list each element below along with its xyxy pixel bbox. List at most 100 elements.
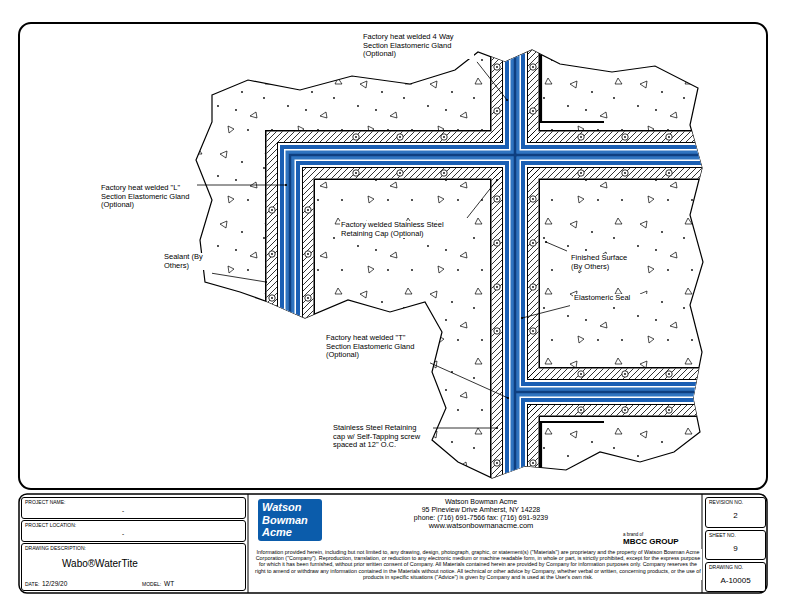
screw-slot <box>532 330 534 332</box>
screw-slot <box>271 297 273 299</box>
screw-head <box>494 284 500 290</box>
screw-head <box>441 170 447 176</box>
company-address: 95 Pineview Drive Amherst, NY 14228 <box>360 506 602 514</box>
screw-slot <box>580 136 582 138</box>
screw-slot <box>496 462 498 464</box>
gland-core <box>515 154 705 157</box>
cell-value: WT <box>164 580 174 587</box>
screw-head <box>622 170 628 176</box>
screw-slot <box>496 242 498 244</box>
screw-head <box>530 284 536 290</box>
self-tapping-screw <box>666 371 672 377</box>
self-tapping-screw <box>269 207 275 213</box>
gland-stripe <box>515 386 705 398</box>
self-tapping-screw <box>305 295 311 301</box>
screw-head <box>353 134 359 140</box>
leader-dot <box>521 317 523 319</box>
cell-value: - <box>122 530 124 537</box>
self-tapping-screw <box>494 240 500 246</box>
self-tapping-screw <box>494 460 500 466</box>
gland-stripe <box>290 155 517 320</box>
self-tapping-screw <box>578 134 584 140</box>
self-tapping-screw <box>530 284 536 290</box>
leader-line <box>522 306 570 318</box>
elastomeric-gland <box>290 155 517 320</box>
self-tapping-screw <box>397 170 403 176</box>
self-tapping-screw <box>494 196 500 202</box>
leader-line <box>433 428 497 429</box>
screw-head <box>666 407 672 413</box>
screw-head <box>622 371 628 377</box>
leader-line <box>467 180 497 218</box>
leader-dot <box>507 397 509 399</box>
self-tapping-screw <box>397 134 403 140</box>
screw-slot <box>532 462 534 464</box>
cell-text: PROJECT NAME: <box>25 500 65 506</box>
project-location-cell: PROJECT LOCATION:- <box>21 520 246 542</box>
screw-slot <box>580 409 582 411</box>
cell-text: Watson Bowman Acme <box>262 501 320 539</box>
screw-slot <box>668 172 670 174</box>
cell-value: 12/29/20 <box>42 580 67 587</box>
gland-core <box>515 391 705 394</box>
self-tapping-screw <box>666 170 672 176</box>
screw-slot <box>496 66 498 68</box>
cap-ground <box>290 155 517 320</box>
screw-head <box>353 170 359 176</box>
screw-head <box>622 134 628 140</box>
screw-head <box>578 407 584 413</box>
company-phone: phone: (716) 691-7566 fax: (716) 691-923… <box>350 514 612 522</box>
title-block-frame <box>19 494 767 593</box>
self-tapping-screw <box>441 134 447 140</box>
screw-slot <box>443 136 445 138</box>
callout-text: Elastomeric Seal <box>573 294 655 303</box>
screw-slot <box>624 373 626 375</box>
cap-edge <box>515 367 705 417</box>
screw-slot <box>496 330 498 332</box>
cell-text: DRAWING NO. <box>709 565 743 571</box>
screw-slot <box>307 297 309 299</box>
screw-head <box>494 240 500 246</box>
self-tapping-screw <box>622 407 628 413</box>
self-tapping-screw <box>530 328 536 334</box>
screw-head <box>530 64 536 70</box>
screw-head <box>269 207 275 213</box>
title-block-divider <box>248 494 249 593</box>
gland-web <box>290 155 517 320</box>
self-tapping-screw <box>530 460 536 466</box>
screw-slot <box>271 209 273 211</box>
gland-core <box>514 45 517 490</box>
project-name-cell: PROJECT NAME:- <box>21 497 246 519</box>
self-tapping-screw <box>269 251 275 257</box>
self-tapping-screw <box>353 134 359 140</box>
screw-slot <box>668 409 670 411</box>
screw-slot <box>355 172 357 174</box>
group-logo: MBCC GROUP <box>622 537 680 546</box>
screw-head <box>494 64 500 70</box>
screw-slot <box>307 209 309 211</box>
screw-head <box>530 460 536 466</box>
cap-ground <box>515 369 705 416</box>
sheet-cell: SHEET NO.9 <box>705 530 766 560</box>
gland-edge <box>515 379 705 405</box>
leader-dot <box>285 184 287 186</box>
screw-head <box>530 240 536 246</box>
self-tapping-screw <box>494 328 500 334</box>
callout-text: Factory heat welded "L" Section Elastome… <box>100 184 194 210</box>
self-tapping-screw <box>578 371 584 377</box>
screw-head <box>494 108 500 114</box>
company-name: Watson Bowman Acme <box>380 498 582 506</box>
self-tapping-screw <box>530 64 536 70</box>
company-website: www.watsonbowmanacme.com <box>360 522 602 531</box>
cap-edge <box>515 130 705 180</box>
self-tapping-screw <box>578 170 584 176</box>
leader-dot <box>496 179 498 181</box>
screw-slot <box>624 172 626 174</box>
screw-slot <box>668 373 670 375</box>
screw-head <box>441 134 447 140</box>
self-tapping-screw <box>269 295 275 301</box>
self-tapping-screw <box>578 407 584 413</box>
leader-dot <box>545 241 547 243</box>
screw-slot <box>532 110 534 112</box>
screw-head <box>530 328 536 334</box>
